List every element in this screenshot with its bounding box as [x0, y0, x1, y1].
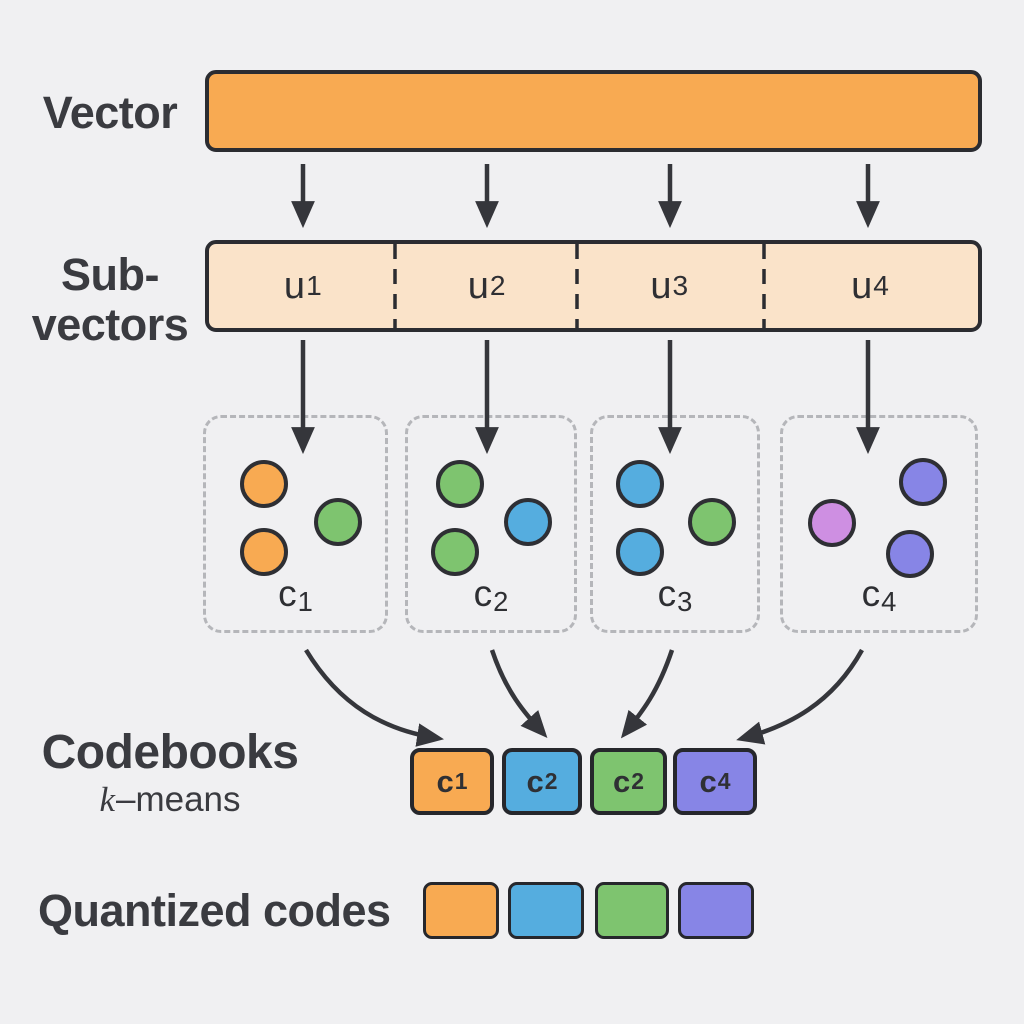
c1-base: c	[278, 573, 297, 615]
cluster-box-c3: c3	[590, 415, 760, 633]
centroid-circle	[240, 528, 288, 576]
centroid-circle	[688, 498, 736, 546]
centroid-circle	[240, 460, 288, 508]
u4-subscript: 4	[873, 270, 889, 301]
cell1-base: c	[436, 763, 454, 799]
kmeans-rest: –means	[116, 779, 241, 819]
kmeans-k: k	[99, 779, 115, 819]
vector-bar	[205, 70, 982, 152]
centroid-circle	[616, 528, 664, 576]
centroid-circle	[616, 460, 664, 508]
u3-base: u	[650, 264, 672, 307]
cluster-box-c4: c4	[780, 415, 978, 633]
centroid-circle	[436, 460, 484, 508]
quantized-codes-label: Quantized codes	[38, 885, 391, 936]
c3-base: c	[657, 573, 677, 615]
centroid-circle	[314, 498, 362, 546]
u1-subscript: 1	[306, 270, 322, 301]
curved-arrow-1	[304, 648, 445, 747]
vector-label: Vector	[42, 87, 178, 138]
subvectors-label-line2: vectors	[31, 299, 189, 351]
u1-base: u	[283, 264, 306, 307]
u4-base: u	[851, 264, 873, 307]
cluster-label-c4: c4	[783, 573, 975, 618]
c1-subscript: 1	[297, 586, 313, 617]
centroid-circle	[431, 528, 479, 576]
quantized-cell-3	[595, 882, 669, 939]
quantized-cell-4	[678, 882, 754, 939]
centroid-circle	[504, 498, 552, 546]
quantized-cell-1	[423, 882, 499, 939]
subvectors-label: Sub- vectors	[15, 249, 205, 351]
c2-subscript: 2	[493, 586, 509, 617]
codebooks-label: Codebooks	[41, 726, 299, 779]
cell4-base: c	[699, 763, 717, 799]
quantized-cell-2	[508, 882, 584, 939]
c3-subscript: 3	[677, 586, 693, 617]
cluster-box-c2: c2	[405, 415, 577, 633]
cell3-base: c	[612, 763, 631, 799]
cell3-subscript: 2	[631, 768, 644, 794]
kmeans-label: k–means	[15, 780, 325, 820]
cluster-label-c3: c3	[593, 573, 757, 618]
centroid-circle	[886, 530, 934, 578]
c4-subscript: 4	[881, 586, 897, 617]
curved-arrow-2	[489, 649, 548, 739]
u3-subscript: 3	[672, 270, 689, 301]
cell1-subscript: 1	[454, 768, 468, 794]
c2-base: c	[473, 573, 493, 615]
cell4-subscript: 4	[717, 768, 731, 794]
cluster-label-c1: c1	[206, 573, 385, 618]
cell2-base: c	[526, 763, 544, 799]
c4-base: c	[861, 573, 881, 615]
curved-arrow-3	[620, 649, 675, 739]
cluster-box-c1: c1	[203, 415, 388, 633]
curved-arrow-4	[736, 648, 864, 745]
subvectors-label-line1: Sub-	[61, 249, 159, 300]
u2-base: u	[467, 264, 489, 307]
cluster-label-c2: c2	[408, 573, 574, 618]
centroid-circle	[808, 499, 856, 547]
codebooks-label-block: Codebooks k–means	[15, 726, 325, 820]
cell2-subscript: 2	[544, 768, 558, 794]
u2-subscript: 2	[489, 270, 506, 301]
centroid-circle	[899, 458, 947, 506]
